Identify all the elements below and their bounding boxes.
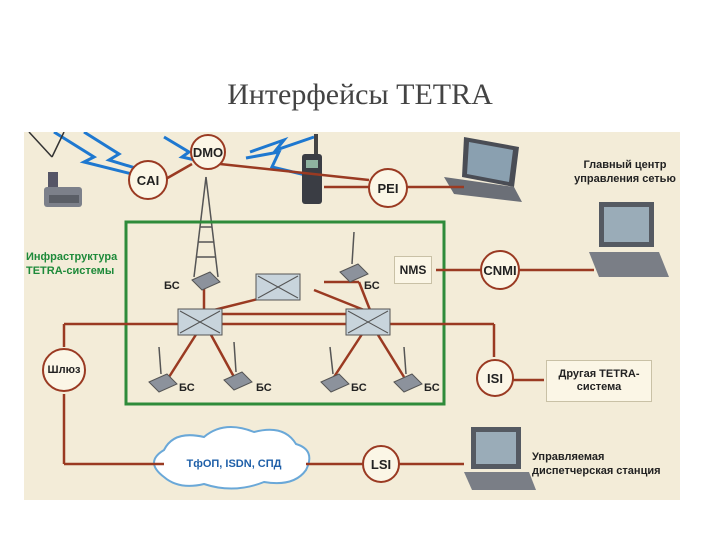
desktop-computer-icon: [589, 202, 669, 277]
network-center-label: Главный центр управления сетью: [574, 159, 676, 185]
bs-label-top-left: БС: [164, 280, 180, 292]
mobile-terminal-icon: [44, 172, 82, 207]
slide-title: Интерфейсы TETRA: [227, 78, 493, 111]
base-station-antennas: [158, 231, 407, 375]
nms-box: NMS: [394, 256, 432, 284]
bs-label-top-right: БС: [364, 280, 380, 292]
gateway-interface: Шлюз: [42, 348, 86, 392]
other-system-box: Другая TETRA-система: [546, 360, 652, 402]
bs-label-bottom-2: БС: [256, 382, 272, 394]
cnmi-interface: CNMI: [480, 250, 520, 290]
antenna-lines: [28, 132, 65, 158]
pei-interface: PEI: [368, 168, 408, 208]
dispatcher-label: Управляемая диспетчерская станция: [532, 451, 661, 477]
infrastructure-label: Инфраструктура TETRA-системы: [26, 251, 118, 277]
infrastructure-boundary: [124, 220, 446, 406]
radio-tower-icon: [193, 176, 219, 278]
cloud-shape: [153, 426, 311, 490]
lsi-interface: LSI: [362, 445, 400, 483]
laptop-icon: [444, 137, 522, 202]
handheld-radio-icon: [302, 134, 322, 204]
bs-label-bottom-3: БС: [351, 382, 367, 394]
base-station-icons: [148, 263, 423, 393]
isi-interface: ISI: [476, 359, 514, 397]
diagram-graphics: [28, 132, 669, 490]
pstn-label: ТфОП, ISDN, СПД: [186, 458, 282, 470]
dmo-interface: DMO: [190, 134, 226, 170]
bs-label-bottom-1: БС: [179, 382, 195, 394]
cai-interface: CAI: [128, 160, 168, 200]
tetra-diagram: DMO CAI PEI CNMI ISI LSI Шлюз NMS Инфрас…: [24, 132, 680, 500]
dispatcher-computer-icon: [464, 427, 536, 490]
wired-links: [62, 162, 594, 466]
bs-label-bottom-4: БС: [424, 382, 440, 394]
